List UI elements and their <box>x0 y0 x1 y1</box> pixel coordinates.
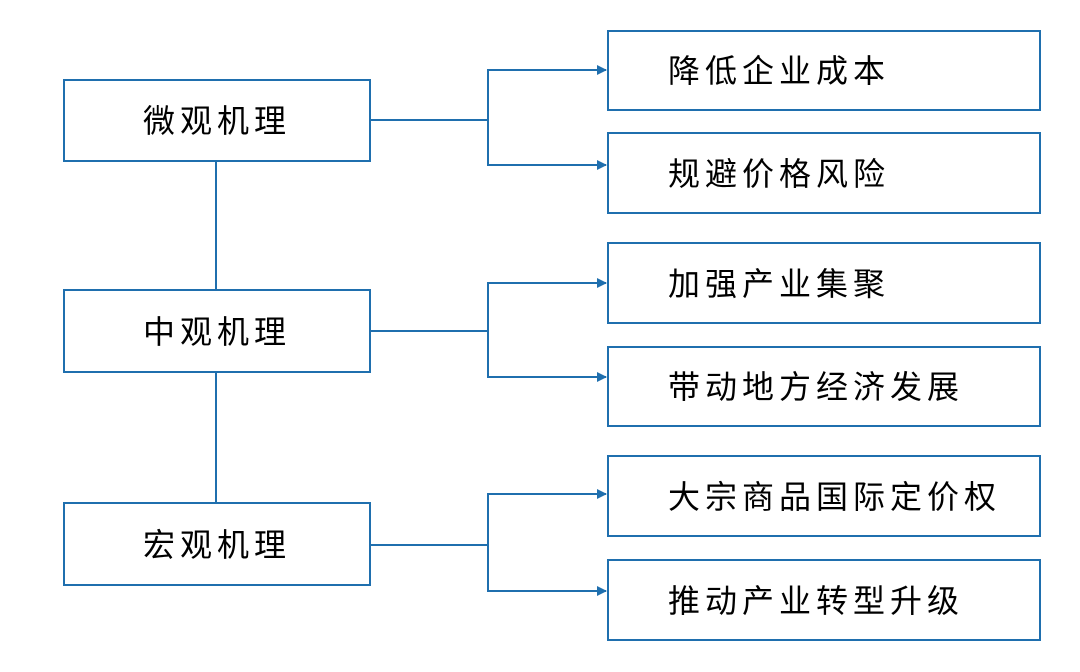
mechanism-macro: 宏观机理 <box>63 502 371 586</box>
mechanism-box <box>63 289 371 373</box>
effect-avoid-price-risk: 规避价格风险 <box>607 132 1041 214</box>
effect-box <box>607 346 1041 427</box>
effect-label: 加强产业集聚 <box>668 265 890 303</box>
mechanism-label: 中观机理 <box>143 313 291 351</box>
effect-box <box>607 455 1041 537</box>
effect-industrial-upgrade: 推动产业转型升级 <box>607 559 1041 641</box>
mechanism-meso: 中观机理 <box>63 289 371 373</box>
effect-label: 带动地方经济发展 <box>668 368 964 406</box>
effect-box <box>607 132 1041 214</box>
effect-industrial-cluster: 加强产业集聚 <box>607 242 1041 324</box>
connector-macro <box>370 489 607 596</box>
mechanism-label: 宏观机理 <box>143 526 291 564</box>
effect-label: 大宗商品国际定价权 <box>668 478 1001 516</box>
mechanism-label: 微观机理 <box>143 102 291 140</box>
effect-box <box>607 242 1041 324</box>
connector-meso <box>370 278 607 382</box>
effect-label: 规避价格风险 <box>668 155 890 193</box>
mechanism-box <box>63 79 371 162</box>
effect-pricing-power: 大宗商品国际定价权 <box>607 455 1041 537</box>
mechanism-box <box>63 502 371 586</box>
effect-local-economy: 带动地方经济发展 <box>607 346 1041 427</box>
effect-box <box>607 559 1041 641</box>
mechanism-micro: 微观机理 <box>63 79 371 162</box>
effect-reduce-cost: 降低企业成本 <box>607 30 1041 111</box>
connector-micro <box>370 65 607 170</box>
effect-box <box>607 30 1041 111</box>
effect-label: 推动产业转型升级 <box>668 582 964 620</box>
effect-label: 降低企业成本 <box>668 52 890 90</box>
